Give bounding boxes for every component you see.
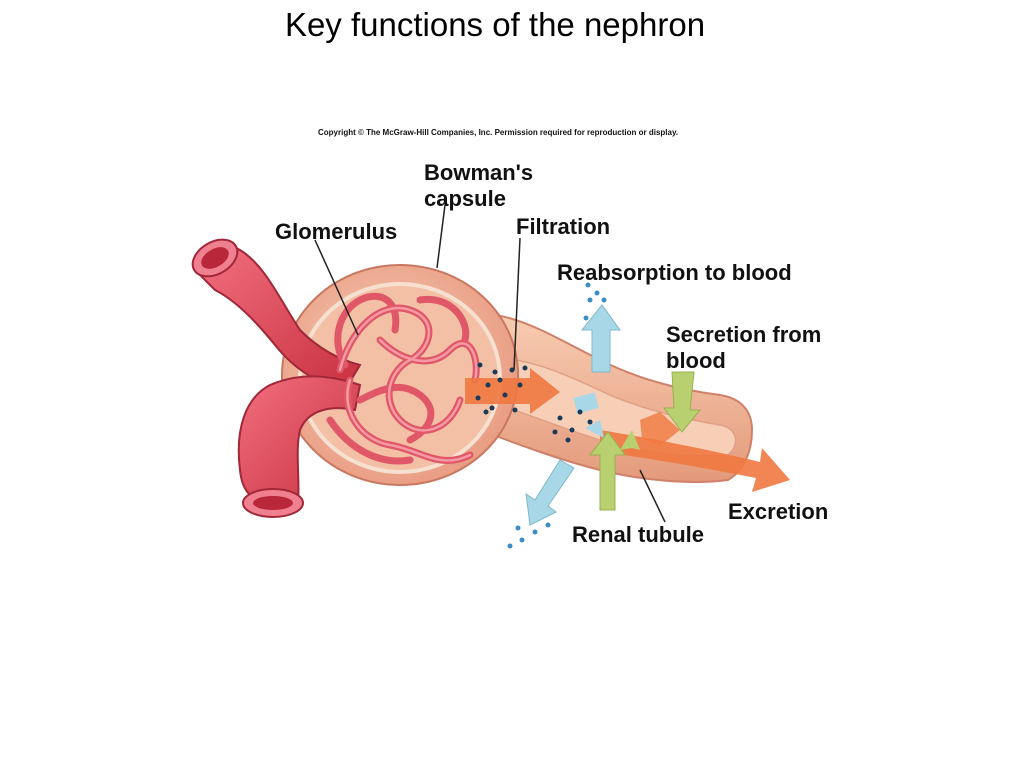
efferent-arteriole <box>237 375 362 503</box>
label-secretion-1: Secretion from <box>666 322 822 347</box>
filtration-arrow <box>465 368 560 414</box>
leader-glomerulus <box>314 239 359 336</box>
leader-renal-tubule <box>639 469 666 523</box>
label-filtration: Filtration <box>516 214 611 239</box>
copyright-notice: Copyright © The McGraw-Hill Companies, I… <box>318 128 679 137</box>
label-bowmans-capsule-2: capsule <box>424 186 506 211</box>
label-secretion-2: blood <box>666 348 726 373</box>
label-reabsorption: Reabsorption to blood <box>557 260 792 285</box>
label-renal-tubule: Renal tubule <box>572 522 705 547</box>
leader-filtration <box>513 237 521 371</box>
filtrate-particles <box>475 362 593 443</box>
secretion-arrow-top <box>663 371 702 433</box>
afferent-arteriole <box>193 245 362 392</box>
slide-title: Key functions of the nephron <box>284 6 706 43</box>
reabsorption-arrow-down <box>525 459 575 526</box>
secretion-arrow-bottom <box>588 431 626 511</box>
reabsorbed-particles <box>507 282 607 549</box>
label-glomerulus: Glomerulus <box>275 219 398 244</box>
reabsorption-arrow-up <box>580 304 621 373</box>
excretion-arrow <box>600 430 790 492</box>
label-excretion: Excretion <box>728 499 829 524</box>
leader-bowmans <box>436 204 446 269</box>
label-bowmans-capsule-1: Bowman's <box>424 160 534 185</box>
